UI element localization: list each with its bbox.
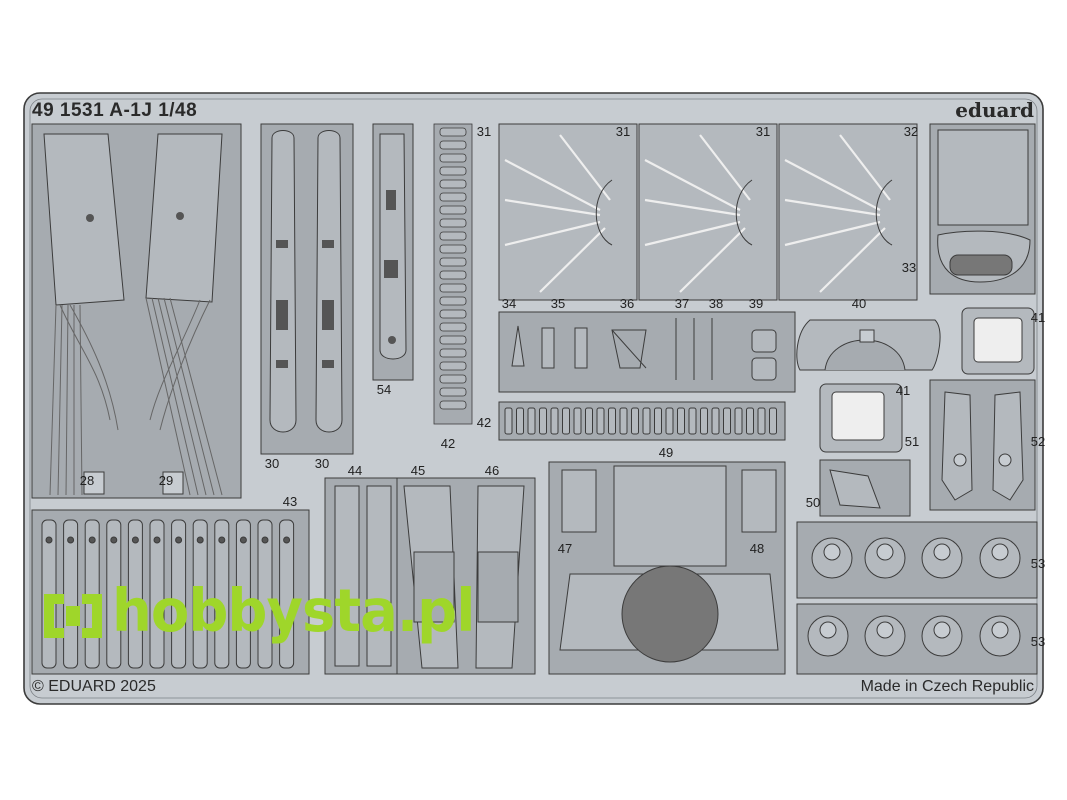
part-number-label: 31 [477, 124, 491, 139]
part-50 [819, 459, 911, 517]
watermark-logo-icon [44, 594, 102, 638]
watermark-text: hobbysta.pl [112, 577, 475, 646]
part-number-label: 39 [749, 296, 763, 311]
part-number-label: 30 [315, 456, 329, 471]
part-number-label: 49 [659, 445, 673, 460]
part-number-label: 48 [750, 541, 764, 556]
part-number-label: 31 [616, 124, 630, 139]
parts-53 [796, 521, 1038, 675]
parts-47-48-49 [548, 461, 786, 675]
part-number-label: 30 [265, 456, 279, 471]
part-42-strip [498, 401, 786, 441]
part-54 [372, 123, 414, 381]
part-number-label: 42 [441, 436, 455, 451]
part-number-label: 54 [377, 382, 391, 397]
parts-30 [260, 123, 354, 455]
part-40 [796, 319, 941, 371]
part-43 [31, 509, 310, 675]
part-number-label: 51 [905, 434, 919, 449]
part-number-label: 46 [485, 463, 499, 478]
parts-32-33 [929, 123, 1036, 295]
part-number-label: 35 [551, 296, 565, 311]
part-number-label: 53 [1031, 634, 1045, 649]
fret-inner-border [29, 98, 1038, 699]
parts-28-29 [31, 123, 242, 499]
part-number-label: 42 [477, 415, 491, 430]
part-number-label: 43 [283, 494, 297, 509]
parts-34-39 [498, 311, 796, 393]
part-number-label: 31 [756, 124, 770, 139]
part-number-labels: 28 29 30 30 54 42 31 31 31 32 33 34 35 36 37 38 39 40 41 41… [80, 124, 1045, 649]
fret-title: 49 1531 A-1J 1/48 [32, 100, 198, 121]
part-number-label: 50 [806, 495, 820, 510]
part-number-label: 52 [1031, 434, 1045, 449]
part-number-label: 37 [675, 296, 689, 311]
part-number-label: 44 [348, 463, 362, 478]
parts-31 [498, 123, 918, 301]
part-number-label: 34 [502, 296, 516, 311]
parts-51-52 [929, 379, 1036, 511]
part-number-label: 28 [80, 473, 94, 488]
part-number-label: 53 [1031, 556, 1045, 571]
part-number-label: 40 [852, 296, 866, 311]
brand-logo: eduard [955, 98, 1034, 122]
origin-text: Made in Czech Republic [860, 678, 1034, 695]
parts-45-46 [396, 477, 536, 675]
part-number-label: 38 [709, 296, 723, 311]
copyright-text: © EDUARD 2025 [32, 678, 156, 695]
part-number-label: 33 [902, 260, 916, 275]
part-42-ladder [433, 123, 473, 425]
part-number-label: 47 [558, 541, 572, 556]
part-number-label: 36 [620, 296, 634, 311]
part-number-label: 32 [904, 124, 918, 139]
part-number-label: 41 [1031, 310, 1045, 325]
parts-41 [819, 307, 1035, 453]
part-number-label: 29 [159, 473, 173, 488]
part-number-label: 45 [411, 463, 425, 478]
parts-44 [324, 477, 398, 675]
part-number-label: 41 [896, 383, 910, 398]
